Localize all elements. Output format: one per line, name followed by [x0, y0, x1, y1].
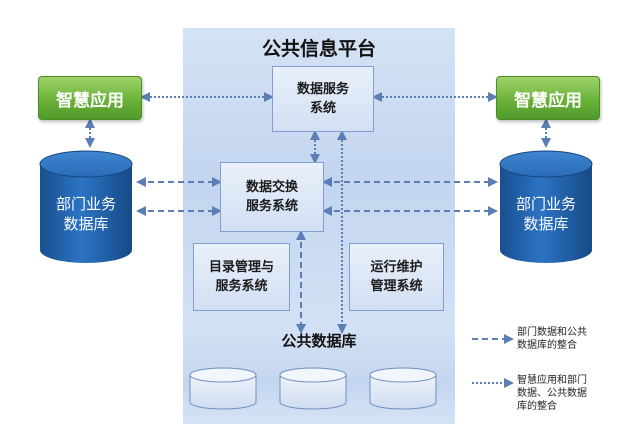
smart-app-left-box: 智慧应用	[38, 76, 142, 120]
smart-app-right-box: 智慧应用	[496, 76, 600, 120]
data-service-system-box: 数据服务 系统	[272, 66, 374, 132]
dept-db-left-cylinder	[39, 150, 133, 263]
dept-db-right-label: 部门业务 数据库	[515, 195, 576, 233]
public-db-title: 公共数据库	[281, 332, 357, 350]
public-db-cylinder-3	[369, 367, 437, 410]
legend-dotted-label: 智慧应用和部门 数据、公共数据 库的整合	[517, 375, 587, 412]
public-db-cylinder-1	[189, 367, 257, 410]
legend-dashed-label: 部门数据和公共 数据库的整合	[517, 327, 587, 351]
dept-db-left-label: 部门业务 数据库	[55, 195, 116, 233]
data-exchange-system-box: 数据交换 服务系统	[220, 162, 324, 232]
public-db-cylinder-2	[279, 367, 347, 410]
platform-title: 公共信息平台	[261, 38, 376, 60]
operations-management-box: 运行维护 管理系统	[349, 243, 444, 311]
dept-db-right-cylinder	[499, 150, 593, 263]
catalog-management-box: 目录管理与 服务系统	[193, 243, 290, 311]
